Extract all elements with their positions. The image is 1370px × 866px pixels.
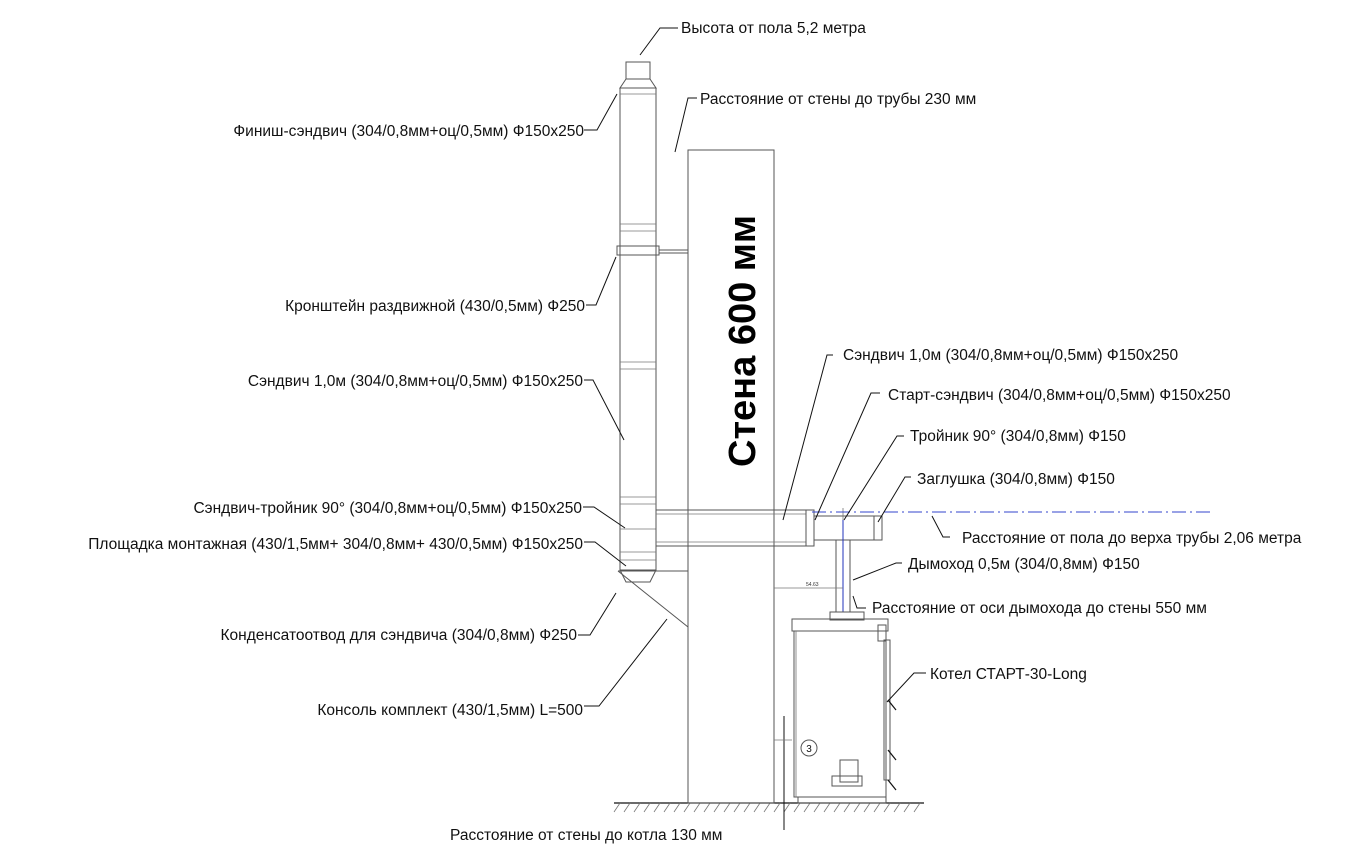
chimney-cap [625, 61, 651, 80]
label-plug: Заглушка (304/0,8мм) Ф150 [917, 471, 1115, 488]
label-height: Высота от пола 5,2 метра [681, 20, 866, 37]
svg-text:54.63: 54.63 [806, 582, 819, 588]
labels: Высота от пола 5,2 метра Финиш-сэндвич (… [88, 20, 1301, 844]
label-start-sandwich: Старт-сэндвич (304/0,8мм+оц/0,5мм) Ф150х… [888, 387, 1231, 404]
label-finish-sandwich: Финиш-сэндвич (304/0,8мм+оц/0,5мм) Ф150х… [233, 123, 584, 140]
label-sandwich-right: Сэндвич 1,0м (304/0,8мм+оц/0,5мм) Ф150х2… [843, 347, 1178, 364]
horizontal-pipe [655, 508, 883, 548]
label-sandwich-left: Сэндвич 1,0м (304/0,8мм+оц/0,5мм) Ф150х2… [248, 373, 583, 390]
leader-lines [578, 27, 950, 707]
dimension-wall-to-boiler [774, 716, 792, 830]
plug [873, 515, 883, 541]
label-console: Консоль комплект (430/1,5мм) L=500 [317, 702, 583, 719]
label-axis-to-wall: Расстояние от оси дымохода до стены 550 … [872, 600, 1207, 617]
label-chimney-05: Дымоход 0,5м (304/0,8мм) Ф150 [908, 556, 1140, 573]
floor [613, 802, 924, 813]
svg-text:3: 3 [806, 744, 812, 755]
label-tee-90: Тройник 90° (304/0,8мм) Ф150 [910, 428, 1126, 445]
label-sandwich-tee: Сэндвич-тройник 90° (304/0,8мм+оц/0,5мм)… [193, 500, 582, 517]
dimension-axis-to-wall: 54.63 [774, 582, 843, 589]
label-condensate: Конденсатоотвод для сэндвича (304/0,8мм)… [221, 627, 578, 644]
bracket [616, 245, 689, 262]
outer-chimney [616, 61, 689, 628]
condensate-drain [619, 569, 657, 583]
label-boiler: Котел СТАРТ-30-Long [930, 666, 1087, 683]
label-bracket: Кронштейн раздвижной (430/0,5мм) Ф250 [285, 298, 585, 315]
label-platform: Площадка монтажная (430/1,5мм+ 304/0,8мм… [88, 536, 583, 553]
wall: Стена 600 мм [687, 149, 775, 804]
label-wall-to-boiler: Расстояние от стены до котла 130 мм [450, 827, 722, 844]
boiler-chimney [835, 520, 851, 612]
outer-pipe [619, 87, 657, 571]
console [617, 570, 689, 628]
wall-title: Стена 600 мм [722, 215, 764, 467]
boiler: 3 [791, 611, 897, 804]
label-floor-to-pipe-top: Расстояние от пола до верха трубы 2,06 м… [962, 530, 1302, 547]
label-wall-to-pipe: Расстояние от стены до трубы 230 мм [700, 91, 976, 108]
